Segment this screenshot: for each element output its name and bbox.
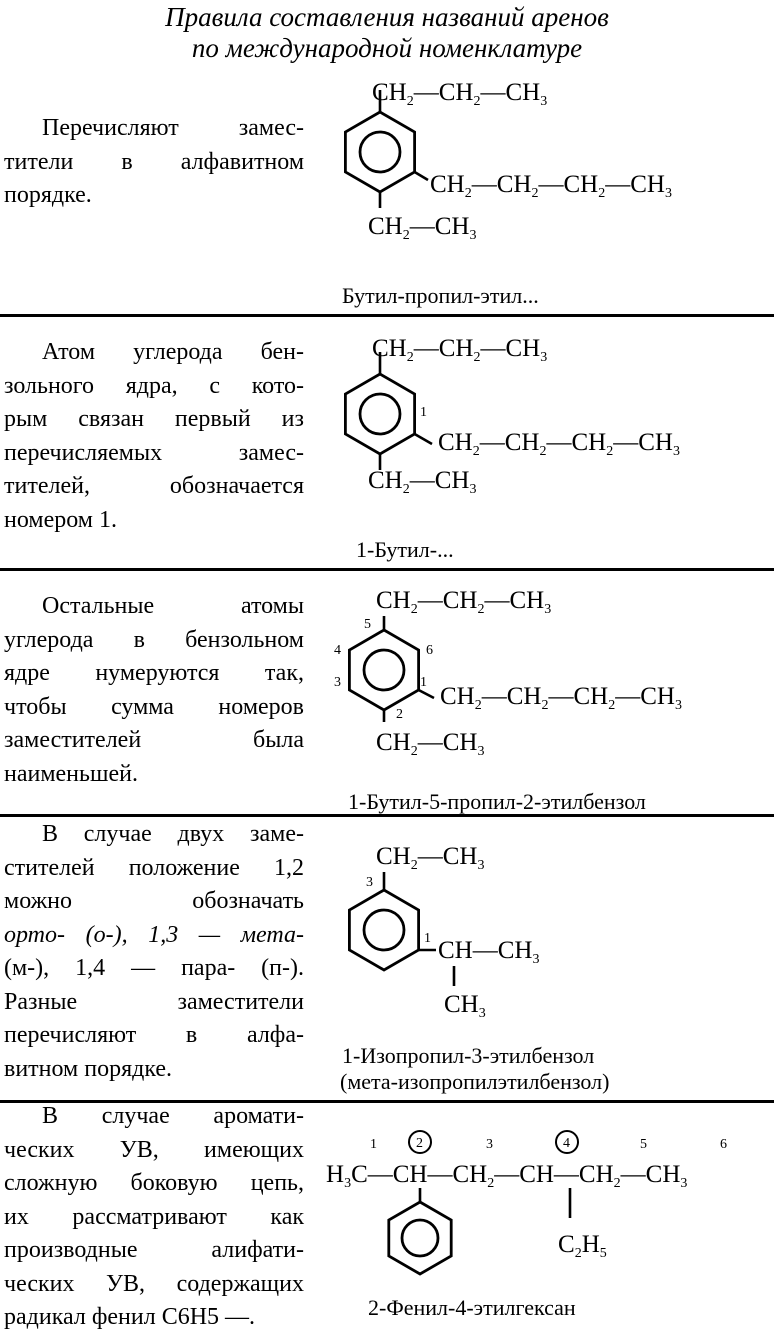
rule-5-line: их рассматривают как xyxy=(4,1203,304,1230)
rule-3-text: Остальные атомы углерода в бензольном яд… xyxy=(4,590,304,791)
rule-4-caption-line-2: (мета-изопропилэтилбензол) xyxy=(340,1069,610,1094)
rule-1-caption: Бутил-пропил-этил... xyxy=(342,283,539,308)
rule-5-formula-chain: H3C—CH—CH2—CH—CH2—CH3 xyxy=(326,1161,687,1191)
divider xyxy=(0,1100,774,1103)
rule-4-formula-right: CH—CH3 xyxy=(438,937,539,967)
rule-5-line: производные алифати- xyxy=(4,1237,304,1263)
rule-2-structure: CH2—CH2—CH3 1 CH2—CH2—CH2—CH3 CH2—CH3 xyxy=(344,335,680,497)
rule-4-text: В случае двух заме- стителей положение 1… xyxy=(4,818,304,1086)
ring-number-2: 2 xyxy=(396,707,403,722)
ring-number-3: 3 xyxy=(334,675,341,690)
rule-4-formula-top: CH2—CH3 xyxy=(376,843,484,873)
rule-2-line: Атом углерода бен- xyxy=(42,339,304,365)
ring-number-1: 1 xyxy=(424,931,431,946)
rule-3-structure: CH2—CH2—CH3 5 6 4 3 1 2 CH2—CH2—CH2—CH3 … xyxy=(334,587,682,759)
rule-2-caption: 1-Бутил-... xyxy=(356,537,454,562)
rule-4-structure: CH2—CH3 3 1 CH—CH3 CH3 xyxy=(348,843,539,1021)
rule-4-line: Разные заместители xyxy=(4,988,304,1015)
rule-5-line: сложную боковую цепь, xyxy=(4,1170,304,1196)
rule-2-formula-top: CH2—CH2—CH3 xyxy=(372,335,547,365)
rule-2-ring-number: 1 xyxy=(420,405,427,420)
chain-number-1: 1 xyxy=(370,1137,377,1152)
rule-2-line: перечисляемых замес- xyxy=(4,439,304,466)
rule-3-line: заместителей была xyxy=(4,727,304,753)
page-title: Правила составления названий аренов по м… xyxy=(0,2,774,64)
rule-5-structure: 1 2 3 4 5 6 H3C—CH—CH2—CH—CH2—CH3 C2H5 xyxy=(326,1130,727,1276)
title-line-2: по международной номенклатуре xyxy=(191,33,583,63)
rule-4-line: В случае двух заме- xyxy=(42,821,304,847)
rule-1-line: порядке. xyxy=(4,182,92,208)
rule-1-formula-right: CH2—CH2—CH2—CH3 xyxy=(430,171,672,201)
rule-5-caption: 2-Фенил-4-этилгексан xyxy=(368,1295,576,1320)
rule-4-line: можно обозначать xyxy=(4,888,304,914)
rule-3-formula-bottom: CH2—CH3 xyxy=(376,729,484,759)
rule-5-formula-branch: C2H5 xyxy=(558,1231,607,1261)
rule-5-line: радикал фенил C6H5 —. xyxy=(4,1304,256,1330)
rule-3-formula-top: CH2—CH2—CH3 xyxy=(376,587,551,617)
rule-2-formula-bottom: CH2—CH3 xyxy=(368,467,476,497)
rule-2-text: Атом углерода бен- зольного ядра, с кото… xyxy=(4,336,304,537)
rule-4-line: орто- (о-), 1,3 — мета- xyxy=(4,921,304,948)
rule-2-line: номером 1. xyxy=(4,506,117,533)
title-line-1: Правила составления названий аренов xyxy=(165,2,609,32)
rule-3-caption: 1-Бутил-5-пропил-2-этилбензол xyxy=(348,789,646,814)
ring-number-4: 4 xyxy=(334,643,341,658)
rule-3-line: наименьшей. xyxy=(4,760,138,787)
rule-4-formula-below: CH3 xyxy=(444,991,486,1021)
divider xyxy=(0,568,774,571)
chain-number-3: 3 xyxy=(486,1137,493,1152)
chain-number-6: 6 xyxy=(720,1137,727,1152)
rule-4-line: витном порядке. xyxy=(4,1055,173,1082)
rule-3-line: ядре нумеруются так, xyxy=(4,660,304,686)
rule-1-formula-bottom: CH2—CH3 xyxy=(368,213,476,243)
rule-5-line: В случае аромати- xyxy=(42,1103,304,1129)
rule-4-line: стителей положение 1,2 xyxy=(4,854,304,881)
rule-5-text: В случае аромати- ческих УВ, имеющих сло… xyxy=(4,1100,304,1335)
ring-number-3: 3 xyxy=(366,875,373,890)
divider xyxy=(0,814,774,817)
rule-2-line: тителей, обозначается xyxy=(4,473,304,499)
rule-5-line: ческих УВ, имеющих xyxy=(4,1136,304,1163)
rule-3-line: Остальные атомы xyxy=(42,593,304,619)
rule-3-line: чтобы сумма номеров xyxy=(4,693,304,720)
rule-2-formula-right: CH2—CH2—CH2—CH3 xyxy=(438,429,680,459)
ring-number-1: 1 xyxy=(420,675,427,690)
rule-2-line: рым связан первый из xyxy=(4,406,304,432)
chain-number-2: 2 xyxy=(416,1136,423,1151)
chain-number-5: 5 xyxy=(640,1137,647,1152)
rule-1-text: Перечисляют замес- тители в алфавитном п… xyxy=(4,112,304,213)
divider xyxy=(0,314,774,317)
chain-number-4: 4 xyxy=(563,1136,570,1151)
rule-5-line: ческих УВ, содержащих xyxy=(4,1270,304,1297)
rule-4-caption-line-1: 1-Изопропил-3-этилбензол xyxy=(342,1043,595,1068)
rule-4-line: (м-), 1,4 — пара- (п-). xyxy=(4,955,304,981)
ring-number-5: 5 xyxy=(364,617,371,632)
rule-2-line: зольного ядра, с кото- xyxy=(4,372,304,399)
rule-3-formula-right: CH2—CH2—CH2—CH3 xyxy=(440,683,682,713)
rule-1-line: Перечисляют замес- xyxy=(42,115,304,141)
rule-1-line: тители в алфавитном xyxy=(4,148,304,175)
ring-number-6: 6 xyxy=(426,643,433,658)
rule-1-formula-top: CH2—CH2—CH3 xyxy=(372,79,547,109)
rule-1-structure: CH2—CH2—CH3 CH2—CH2—CH2—CH3 CH2—CH3 xyxy=(344,79,672,243)
rule-3-line: углерода в бензольном xyxy=(4,626,304,653)
rule-4-line: перечисляют в алфа- xyxy=(4,1022,304,1048)
